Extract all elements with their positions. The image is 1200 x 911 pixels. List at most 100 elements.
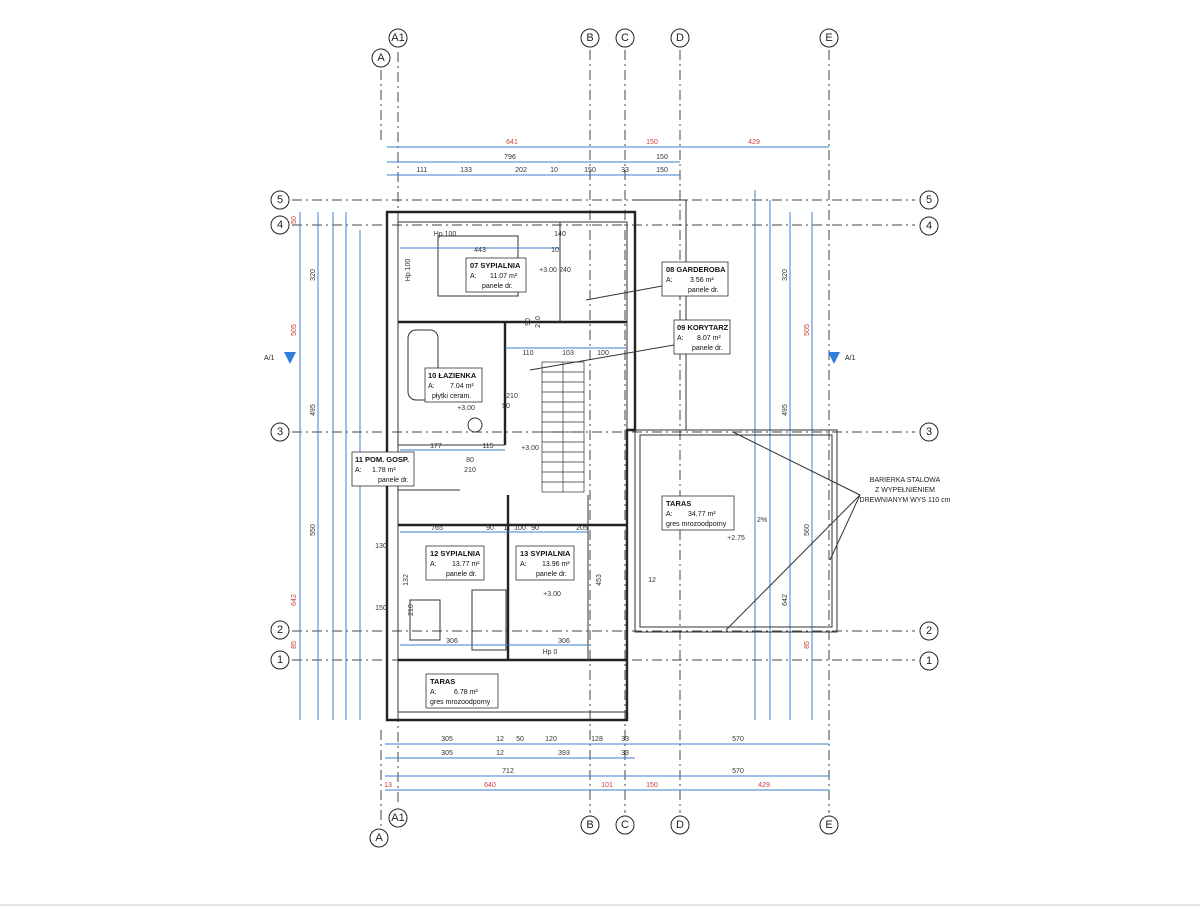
axis-label-1-left: 1: [277, 654, 283, 666]
room-area-label: A:: [430, 689, 437, 696]
room-label-terrace-large: TARAS A: 34.77 m² gres mrozoodporny: [661, 495, 735, 531]
room-finish: panele dr.: [446, 571, 477, 578]
dim-interior: 90: [525, 318, 532, 326]
dim-bottom-3b: 570: [732, 768, 744, 775]
level-mark: +3.00: [521, 445, 539, 452]
bottom-dimensions: 305 12 50 120 128 33 570 305 12 393 33 7…: [384, 736, 829, 791]
room-area: 1.78 m²: [372, 467, 396, 474]
dim-top-3g: 150: [656, 167, 668, 174]
dim-top-1c: 429: [748, 139, 760, 146]
dim-bottom-1a: 305: [441, 736, 453, 743]
barrier-note-line1: BARIERKA STALOWA: [870, 477, 941, 484]
axis-label-C-top: C: [621, 32, 629, 44]
dim-interior: 210: [535, 316, 542, 328]
dim-top-3f: 33: [621, 167, 629, 174]
dim-interior: 306: [558, 638, 570, 645]
axis-label-E-bottom: E: [825, 819, 832, 831]
room-name: TARAS: [666, 499, 691, 508]
room-label-box: [661, 261, 729, 297]
room-area-label: A:: [520, 561, 527, 568]
axis-label-3-left: 3: [277, 426, 283, 438]
dim-top-2b: 150: [656, 154, 668, 161]
room-finish: panele dr.: [688, 287, 719, 294]
room-finish: gres mrozoodporny: [666, 521, 727, 528]
room-name: 12 SYPIALNIA: [430, 549, 481, 558]
room-label-bedroom13: 13 SYPIALNIA A: 13.96 m² panele dr.: [515, 545, 575, 581]
dim-interior: 205: [576, 525, 588, 532]
window-height-label: Hp 100: [405, 259, 412, 282]
room-area: 13.77 m²: [452, 561, 480, 568]
dim-top-2a: 796: [504, 154, 516, 161]
dim-right-d: 560: [804, 524, 811, 536]
horizontal-grid-axes: [292, 199, 915, 661]
room-label-bedroom07: 07 SYPIALNIA A: 11.07 m² panele dr.: [465, 257, 527, 293]
dim-bottom-4b: 640: [484, 782, 496, 789]
bathtub: [407, 329, 439, 401]
room-label-box: [425, 673, 499, 709]
room-label-box: [424, 367, 483, 403]
room-area: 13.96 m²: [542, 561, 570, 568]
dim-interior: 100: [597, 350, 609, 357]
dim-interior: 210: [464, 467, 476, 474]
axis-marker-2-left: [270, 620, 290, 640]
room-label-korytarz: 09 KORYTARZ A: 8.07 m² panele dr.: [529, 319, 731, 371]
room-area: 7.04 m²: [450, 383, 474, 390]
dim-left-c: 505: [291, 324, 298, 336]
top-dimensions: 641 150 429 796 150 111 133 202 10 150 3…: [387, 139, 829, 176]
section-marks: A/1 A/1: [264, 352, 856, 364]
terrace-barrier: [639, 434, 833, 628]
toilet: [467, 417, 483, 433]
dim-top-3d: 10: [550, 167, 558, 174]
dim-left-b: 320: [310, 269, 317, 281]
dim-interior: 443: [474, 247, 486, 254]
section-label-left: A/1: [264, 355, 275, 362]
axis-label-A-top: A: [377, 52, 385, 64]
right-dimensions: 320 505 495 560 642 85: [754, 190, 813, 720]
axis-label-D-top: D: [676, 32, 684, 44]
axis-marker-D-top: [670, 28, 690, 48]
barrier-note-line2: Z WYPEŁNIENIEM: [875, 487, 935, 494]
room-area-label: A:: [677, 335, 684, 342]
wardrobe-bedroom12: [471, 589, 507, 651]
room-area-label: A:: [666, 511, 673, 518]
axis-marker-C-top: [615, 28, 635, 48]
axis-marker-4-left: [270, 215, 290, 235]
dim-bottom-1e: 128: [591, 736, 603, 743]
axis-label-2-left: 2: [277, 624, 283, 636]
axis-label-5-left: 5: [277, 194, 283, 206]
section-marker-left: [284, 352, 296, 364]
axis-label-A1-bottom: A1: [391, 812, 404, 824]
room-finish: płytki ceram.: [432, 393, 471, 400]
room-label-bedroom12: 12 SYPIALNIA A: 13.77 m² panele dr.: [425, 545, 485, 581]
axis-marker-4-right: [919, 216, 939, 236]
barrier-leader-1: [732, 431, 861, 496]
dim-interior: 11: [503, 525, 510, 532]
dim-interior: 240: [559, 267, 571, 274]
dim-bottom-3a: 712: [502, 768, 514, 775]
dim-interior: 90: [531, 525, 539, 532]
dim-interior: 103: [562, 350, 574, 357]
axis-label-B-bottom: B: [586, 819, 593, 831]
slope-label: 2%: [757, 517, 767, 524]
level-mark: +3.00: [543, 591, 561, 598]
dim-right-b: 505: [804, 324, 811, 336]
dim-bottom-4d: 150: [646, 782, 658, 789]
dim-left-f: 642: [291, 594, 298, 606]
exterior-wall-inner: [397, 221, 628, 713]
room-label-lazienka: 10 ŁAZIENKA A: 7.04 m² płytki ceram.: [424, 367, 483, 403]
room-finish: panele dr.: [536, 571, 567, 578]
axis-marker-A-top: [371, 48, 391, 68]
dim-left-d: 495: [310, 404, 317, 416]
axis-label-A1-top: A1: [391, 32, 404, 44]
axis-marker-5-left: [270, 190, 290, 210]
room-label-box: [425, 545, 485, 581]
axis-marker-3-left: [270, 422, 290, 442]
axis-marker-A-bottom: [369, 828, 389, 848]
leader-garderoba: [585, 285, 663, 301]
axis-marker-1-left: [270, 650, 290, 670]
axis-marker-5-right: [919, 190, 939, 210]
dim-right-e: 642: [782, 594, 789, 606]
level-mark: +2.75: [727, 535, 745, 542]
axis-marker-B-top: [580, 28, 600, 48]
